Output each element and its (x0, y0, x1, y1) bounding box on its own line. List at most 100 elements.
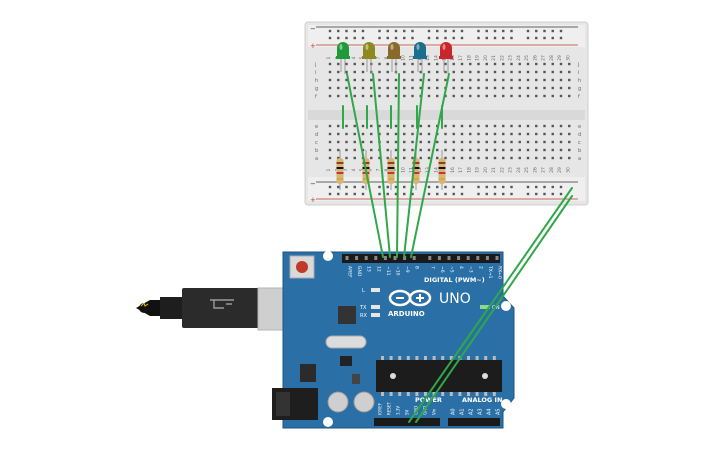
column-number: 14 (433, 55, 439, 61)
row-label: c (315, 140, 318, 146)
wire-gnd[interactable] (408, 187, 573, 423)
mount-hole (501, 301, 511, 311)
column-number: 7 (376, 168, 382, 171)
row-label: h (315, 78, 318, 84)
column-number: 29 (557, 55, 563, 61)
bottom-power-rail (308, 177, 585, 201)
column-number: 27 (541, 55, 547, 61)
row-label: f (315, 94, 317, 100)
mount-hole (501, 399, 511, 409)
column-number: 13 (425, 167, 431, 173)
resistor (438, 150, 446, 190)
column-number: 30 (565, 167, 571, 173)
digital-pin-label: ~11 (385, 266, 391, 276)
rail-minus-label: − (310, 25, 316, 33)
digital-pin-label: ~9 (404, 266, 410, 273)
row-label: b (315, 148, 318, 154)
column-number: 28 (549, 55, 555, 61)
row-label: f (578, 94, 580, 100)
analog-pin-label: A5 (496, 408, 502, 415)
led-on-label: ON (492, 305, 500, 311)
column-number: 8 (384, 168, 390, 171)
column-number: 30 (565, 55, 571, 61)
digital-pin-label: 8 (414, 266, 420, 269)
breadboard[interactable]: − + − + 11223344556677889910101111121213… (304, 21, 589, 206)
resistor (336, 150, 344, 190)
digital-pin-label: TX→1 (487, 265, 493, 279)
led-rx (371, 313, 380, 317)
led-l (371, 288, 380, 292)
row-label: i (315, 70, 316, 76)
digital-pin-label: RX←0 (497, 266, 503, 279)
column-number: 12 (417, 167, 423, 173)
digital-pin-label: ~3 (468, 266, 474, 273)
capacitor (327, 391, 349, 413)
column-number: 22 (499, 167, 505, 173)
column-number: 3 (343, 168, 349, 171)
column-number: 21 (491, 55, 497, 61)
column-number: 25 (524, 55, 530, 61)
led-olive (362, 42, 376, 74)
atmega-chip (376, 360, 502, 392)
row-label: g (315, 86, 318, 92)
column-number: 11 (409, 55, 415, 61)
rail-minus-label-bottom: − (310, 180, 316, 188)
column-number: 14 (433, 167, 439, 173)
column-number: 23 (508, 167, 514, 173)
row-label: i (578, 70, 579, 76)
analog-pin-label: A2 (469, 408, 475, 415)
center-channel (308, 110, 585, 120)
digital-pin-label: 2 (477, 266, 483, 269)
column-number: 20 (483, 167, 489, 173)
column-number: 4 (351, 56, 357, 59)
column-number: 1 (326, 168, 332, 171)
column-number: 1 (326, 56, 332, 59)
led-l-label: L (362, 288, 365, 294)
digital-label: DIGITAL (PWM~) (424, 276, 485, 284)
analog-pin-label: A1 (460, 408, 466, 415)
column-number: 17 (458, 167, 464, 173)
voltage-regulator (300, 364, 316, 382)
top-power-rail (308, 25, 585, 47)
column-number: 22 (499, 55, 505, 61)
led-rx-label: RX (360, 313, 367, 319)
column-number: 9 (392, 168, 398, 171)
power-label: POWER (415, 396, 442, 404)
capacitor (353, 391, 375, 413)
resistor (387, 150, 395, 190)
wire-pin-12[interactable] (372, 73, 391, 258)
column-number: 10 (400, 167, 406, 173)
digital-pin-label: ~6 (439, 266, 445, 273)
row-label: j (577, 62, 579, 68)
wire-pin-9[interactable] (410, 73, 450, 258)
analog-header (448, 418, 500, 426)
analog-pin-label: A0 (451, 408, 457, 415)
column-number: 10 (400, 55, 406, 61)
row-label: g (578, 86, 581, 92)
rail-plus-label-bottom: + (310, 196, 316, 204)
mount-hole (323, 417, 333, 427)
chip-dot (390, 373, 396, 379)
column-number: 21 (491, 167, 497, 173)
wire-pin-13[interactable] (346, 73, 384, 258)
digital-pin-label: 12 (375, 266, 381, 272)
power-pin-label: 5V (405, 409, 410, 415)
wires[interactable] (342, 73, 573, 423)
digital-pin-label: GND (356, 266, 362, 277)
column-number: 20 (483, 55, 489, 61)
wire-pin-11[interactable] (396, 73, 400, 258)
column-number: 25 (524, 167, 530, 173)
digital-pin-label: ~10 (395, 266, 401, 276)
wire-5v[interactable] (415, 195, 573, 423)
column-number: 8 (384, 56, 390, 59)
led-tx (371, 305, 380, 309)
row-label: j (314, 62, 316, 68)
column-number: 4 (351, 168, 357, 171)
digital-pin-label: ~5 (449, 266, 455, 273)
wire-pin-10[interactable] (403, 73, 425, 258)
row-label: d (315, 132, 318, 138)
digital-pin-header (342, 254, 500, 263)
power-pin-label: 3.3V (396, 406, 401, 415)
